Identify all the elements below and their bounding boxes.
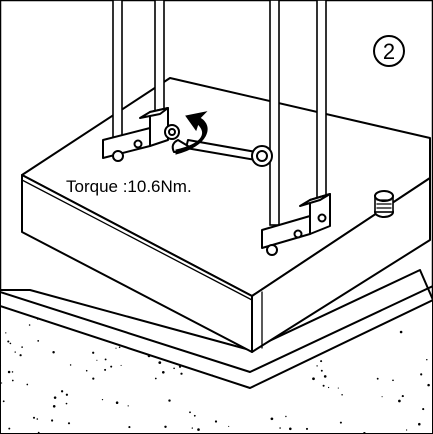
floor-speck	[110, 365, 113, 368]
floor-speck	[154, 377, 157, 380]
floor-speck	[168, 399, 171, 402]
floor-speck	[322, 384, 325, 387]
floor-speck	[21, 346, 23, 348]
floor-speck	[36, 418, 39, 420]
floor-speck	[7, 370, 11, 374]
floor-speck	[28, 324, 31, 326]
floor-speck	[115, 347, 117, 349]
floor-speck	[320, 369, 323, 372]
rotation-arrow-icon	[175, 111, 208, 155]
floor-speck	[427, 383, 430, 387]
left-clamp-bracket	[102, 107, 180, 162]
step-number: 2	[383, 39, 395, 64]
floor-speck	[69, 364, 72, 366]
floor-speck	[316, 365, 318, 367]
right-clamp-bracket	[261, 193, 331, 256]
floor-speck	[178, 365, 182, 368]
floor-speck	[420, 373, 423, 376]
floor-speck	[337, 387, 339, 389]
floor-speck	[127, 405, 129, 407]
floor-speck	[52, 351, 55, 354]
floor-speck	[376, 377, 379, 380]
floor-speck	[191, 427, 193, 429]
floor-speck	[422, 408, 425, 411]
floor-speck	[65, 402, 68, 405]
floor-speck	[5, 332, 7, 334]
floor-speck	[19, 354, 22, 357]
floor-speck	[104, 358, 107, 361]
floor-speck	[52, 404, 56, 408]
concrete-floor	[0, 269, 433, 434]
floor-speck	[128, 426, 131, 429]
floor-speck	[228, 425, 230, 427]
floor-speck	[115, 401, 119, 404]
floor-speck	[104, 368, 107, 371]
floor-speck	[0, 364, 2, 367]
floor-speck	[399, 330, 403, 334]
floor-speck	[381, 396, 383, 398]
floor-speck	[26, 383, 29, 386]
floor-speck	[92, 351, 95, 354]
floor-speck	[426, 358, 428, 361]
floor-speck	[32, 416, 36, 419]
floor-speck	[279, 427, 281, 429]
floor-speck	[53, 396, 57, 399]
floor-speck	[312, 377, 315, 381]
floor-speck	[96, 359, 98, 361]
torque-label: Torque :10.6Nm.	[66, 177, 192, 196]
floor-speck	[392, 379, 394, 382]
floor-speck	[37, 340, 40, 342]
floor-speck	[164, 425, 167, 429]
cable-gland	[374, 190, 394, 218]
floor-speck	[85, 369, 88, 372]
floor-speck	[285, 415, 287, 418]
floor-speck	[401, 395, 404, 398]
floor-speck	[193, 414, 196, 417]
floor-speck	[92, 377, 95, 380]
floor-speck	[8, 427, 11, 430]
floor-speck	[65, 393, 69, 396]
floor-speck	[418, 422, 421, 426]
floor-speck	[37, 431, 40, 434]
floor-speck	[67, 422, 71, 425]
floor-speck	[60, 390, 64, 393]
floor-speck	[120, 364, 122, 366]
floor-speck	[180, 372, 183, 375]
floor-speck	[14, 351, 16, 353]
floor-speck	[118, 346, 121, 349]
floor-speck	[36, 318, 39, 320]
floor-speck	[161, 370, 165, 374]
wrench-tool	[171, 139, 273, 167]
floor-speck	[323, 375, 327, 378]
floor-speck	[211, 374, 213, 376]
floor-speck	[339, 421, 342, 424]
floor-speck	[173, 367, 175, 370]
floor-speck	[214, 420, 218, 423]
floor-speck	[405, 429, 408, 431]
floor-speck	[147, 354, 151, 358]
floor-speck	[2, 400, 5, 403]
floor-speck	[189, 411, 191, 414]
floor-speck	[7, 340, 10, 343]
floor-speck	[11, 371, 14, 373]
floor-speck	[289, 427, 292, 431]
floor-speck	[398, 399, 401, 403]
floor-speck	[51, 419, 54, 422]
floor-speck	[320, 360, 323, 363]
floor-speck	[9, 342, 12, 345]
base-box	[21, 77, 431, 353]
floor-speck	[327, 386, 330, 389]
floor-speck	[1, 382, 3, 384]
floor-speck	[341, 394, 343, 396]
floor-speck	[158, 361, 162, 364]
floor-speck	[11, 379, 14, 382]
floor-speck	[305, 427, 309, 430]
floor-speck	[101, 398, 104, 401]
floor-speck	[270, 417, 274, 421]
floor-speck	[197, 428, 200, 431]
step-number-badge: 2	[373, 35, 405, 67]
